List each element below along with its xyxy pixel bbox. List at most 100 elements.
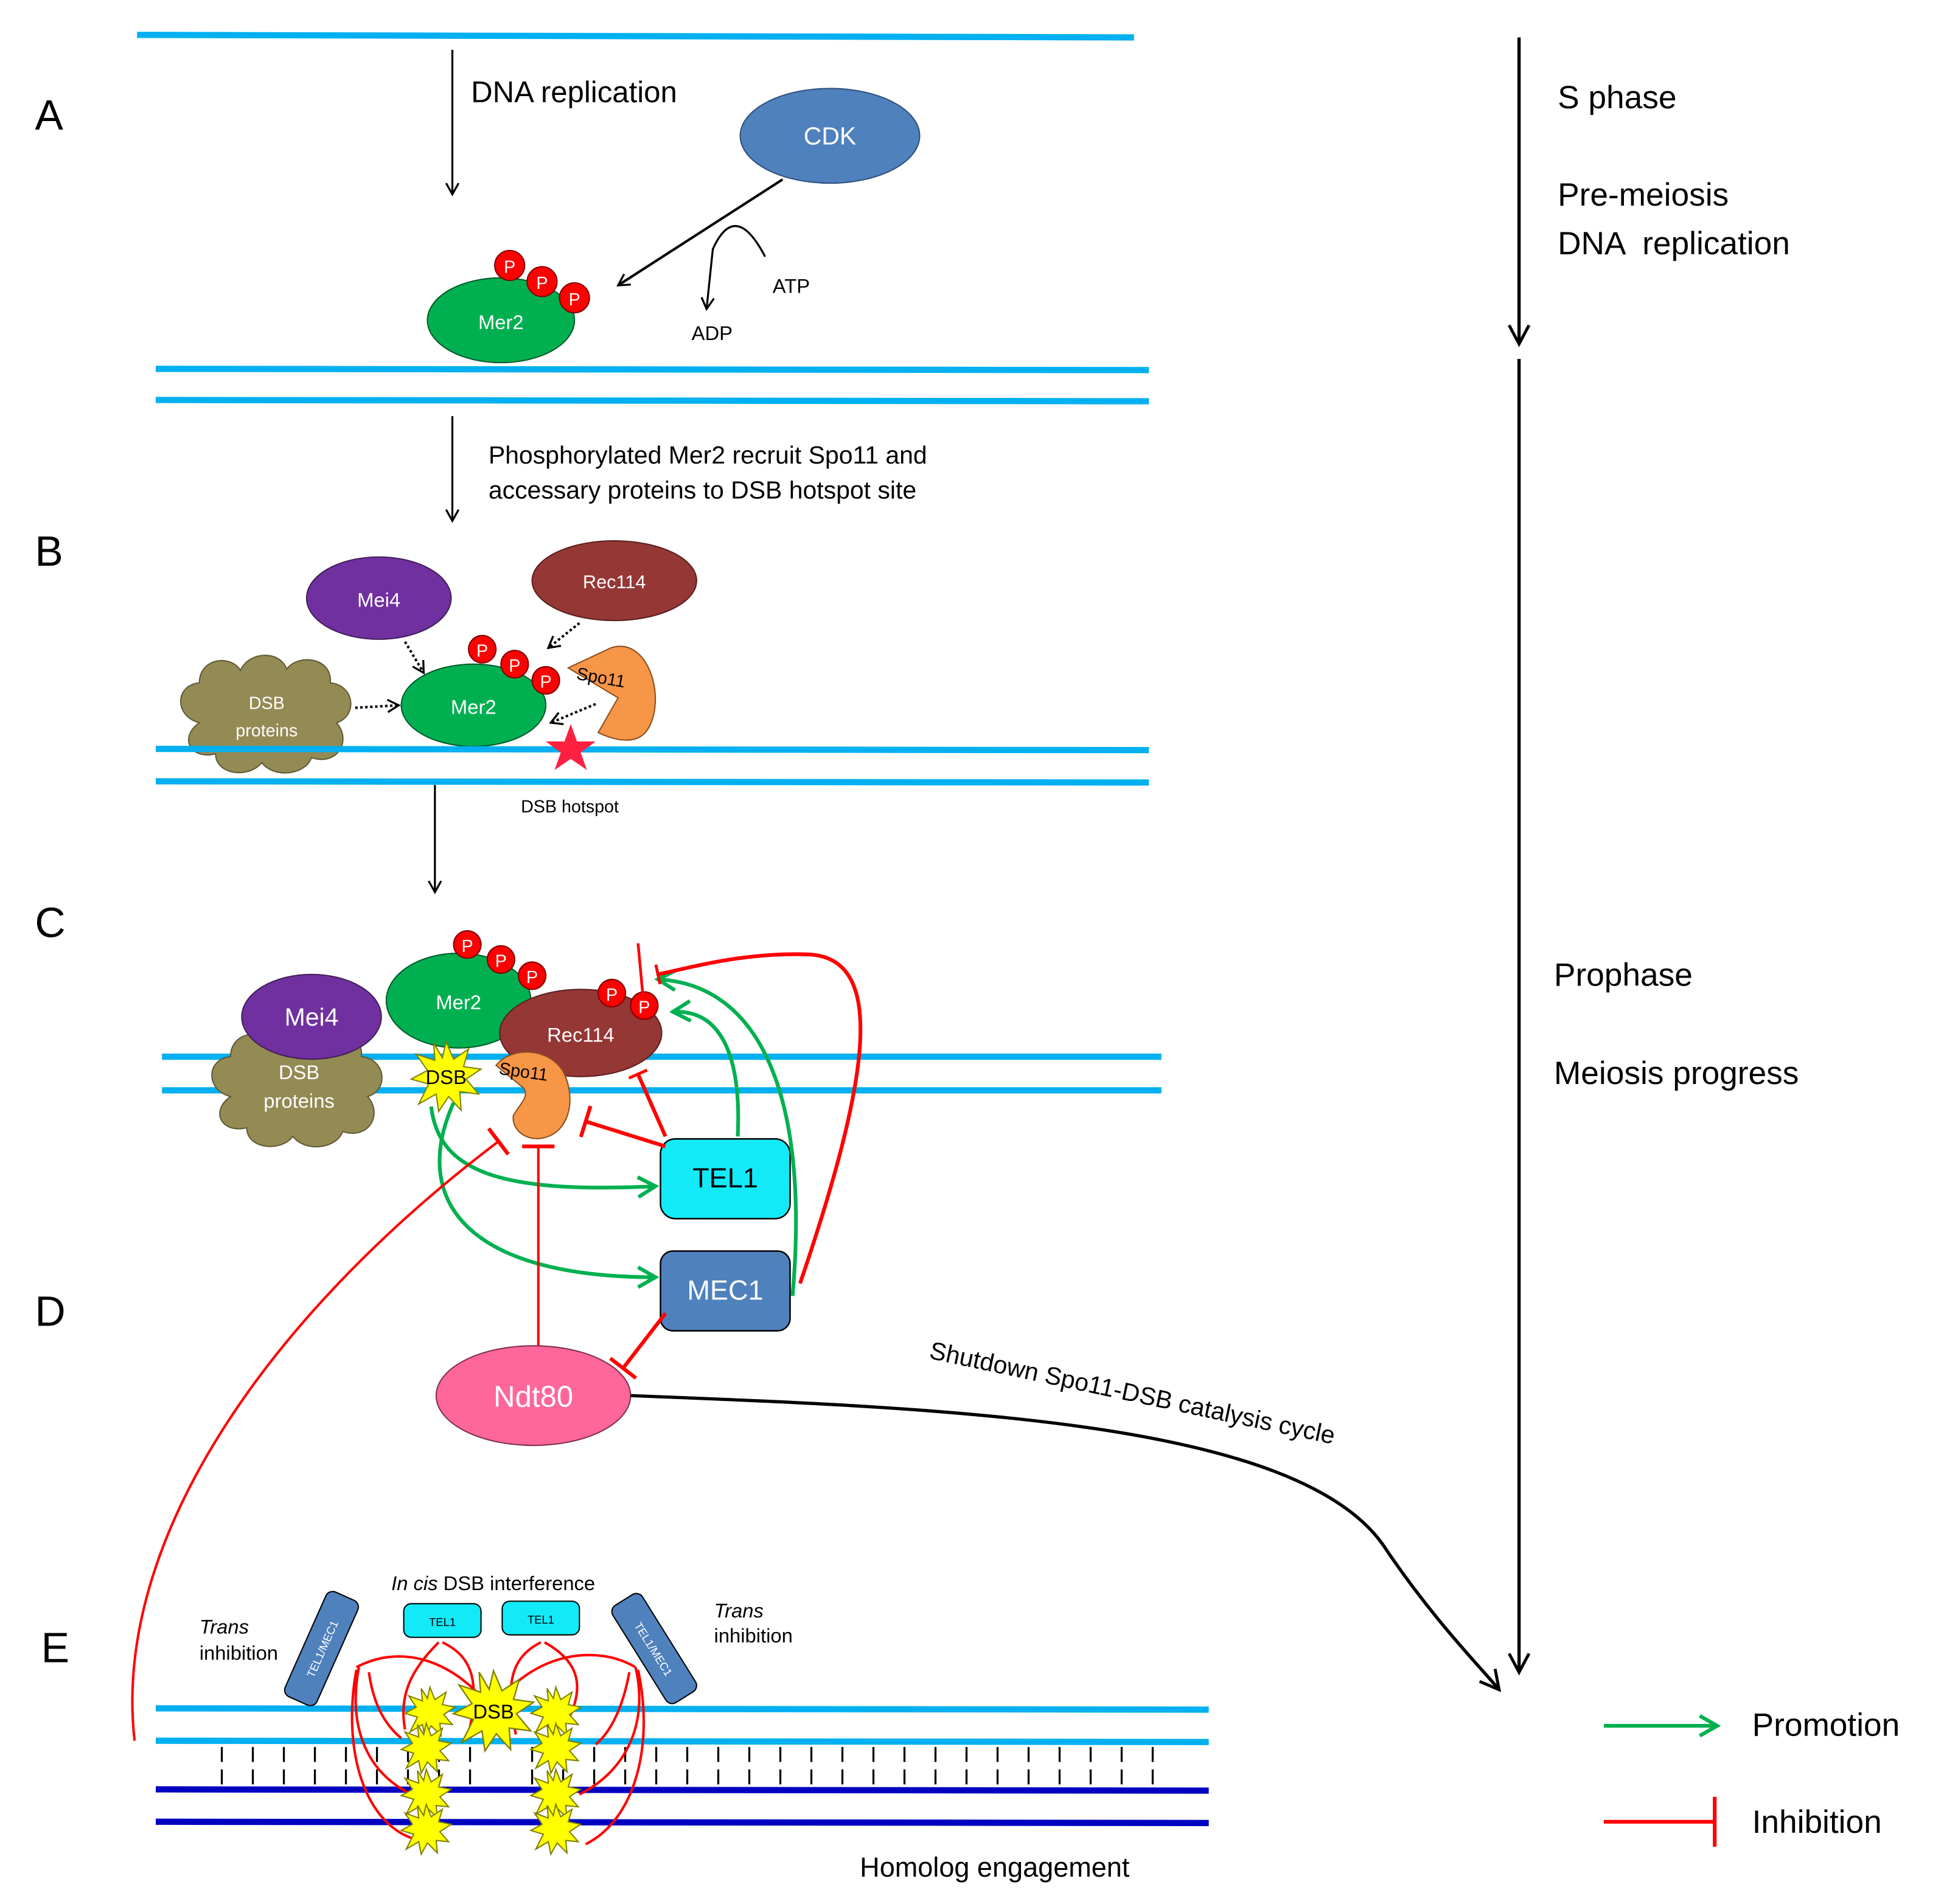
panel-a: DNA replication CDK ATP ADP Mer2 P P P: [137, 32, 1149, 405]
panel-label-e: E: [41, 1624, 69, 1672]
shutdown-label: Shutdown Spo11-DSB catalysis cycle: [927, 1336, 1338, 1450]
rec114-label-b: Rec114: [583, 571, 646, 592]
svg-text:P: P: [540, 673, 551, 692]
svg-text:P: P: [569, 290, 580, 310]
tel1-mec1-node-left: TEL1/MEC1: [284, 1591, 360, 1706]
dsb-proteins-label-b-1: DSB: [249, 694, 285, 714]
panel-label-a: A: [35, 91, 63, 139]
dna-strand-e-1: [156, 1705, 1209, 1713]
atp-adp-arrow: [700, 224, 766, 311]
dsb-label-c: DSB: [426, 1066, 467, 1088]
dsb-promotes-tel1-arrow: [429, 1106, 656, 1187]
mei4-label-c: Mei4: [285, 1003, 339, 1031]
legend-promotion-label: Promotion: [1752, 1707, 1900, 1743]
panel-b: Phosphorylated Mer2 recruit Spo11 and ac…: [156, 416, 1149, 895]
homolog-strand-e-1: [156, 1786, 1209, 1794]
svg-text:P: P: [495, 952, 507, 971]
legend: Promotion Inhibition: [1603, 1707, 1900, 1847]
dsb-proteins-cloud-b: [179, 655, 352, 774]
mec1-promotes-rec114-arrow: [658, 979, 798, 1296]
meiosis-progress-label: Meiosis progress: [1554, 1055, 1799, 1091]
svg-text:P: P: [476, 642, 488, 661]
dna-strand-a-top: [137, 32, 1134, 41]
atp-label: ATP: [773, 274, 810, 297]
timeline: S phase Pre-meiosis DNA replication Prop…: [1508, 37, 1799, 1676]
tel1-mec1-node-right: TEL1/MEC1: [611, 1593, 697, 1704]
hotspot-star-icon: [546, 724, 596, 770]
mec1-inhibits-complex: [654, 952, 863, 1284]
s-phase-label: S phase: [1558, 80, 1676, 116]
phosphate-group-c1: P P P: [453, 930, 547, 990]
dsb-burst-e-2: [400, 1722, 452, 1774]
dsb-proteins-recruit-arrow: [355, 698, 401, 714]
svg-text:P: P: [504, 258, 515, 277]
dsb-burst-e-1: [404, 1686, 456, 1738]
rec114-node-b: [531, 540, 697, 622]
phosphate-group-c2: P P: [597, 979, 659, 1020]
panel-label-c: C: [35, 898, 65, 946]
mei4-label-b: Mei4: [357, 589, 400, 611]
svg-text:P: P: [606, 985, 618, 1005]
dsb-hotspot-label: DSB hotspot: [521, 797, 619, 817]
cdk-label: CDK: [804, 122, 856, 150]
prophase-label: Prophase: [1554, 957, 1693, 993]
tel1-label-e-right: TEL1: [528, 1613, 554, 1626]
mei4-recruit-arrow: [403, 641, 425, 675]
svg-text:P: P: [461, 937, 473, 956]
cdk-node: [739, 88, 921, 184]
shutdown-arrow: [630, 1394, 1502, 1692]
mec1-inhibits-ndt80: [609, 1312, 667, 1380]
svg-text:P: P: [536, 274, 548, 293]
recruit-label-line2: accessary proteins to DSB hotspot site: [489, 476, 916, 504]
spo11-recruit-arrow: [549, 703, 596, 726]
phosphate-group-a: P P P: [494, 249, 590, 314]
mei4-node-b: [305, 556, 452, 640]
dna-strand-b-1: [156, 745, 1149, 754]
dna-strand-e-2: [156, 1737, 1209, 1745]
mer2-label-c: Mer2: [436, 991, 481, 1013]
tel1-node-e-left: [403, 1603, 482, 1638]
mei4-node-c: [241, 973, 382, 1060]
dsb-proteins-label-c-2: proteins: [263, 1089, 335, 1112]
svg-text:P: P: [509, 656, 520, 676]
recruit-label-line1: Phosphorylated Mer2 recruit Spo11 and: [489, 441, 927, 469]
trans-label-right: Trans: [714, 1599, 764, 1622]
tel1-label: TEL1: [692, 1162, 758, 1193]
dna-strand-a-bottom-2: [156, 397, 1149, 405]
dna-replication-timeline-label: DNA replication: [1558, 226, 1790, 262]
panel-label-b: B: [35, 527, 63, 575]
pre-meiosis-label: Pre-meiosis: [1558, 177, 1729, 213]
panel-label-d: D: [35, 1288, 65, 1335]
dsb-proteins-label-b-2: proteins: [235, 721, 298, 741]
dsb-label-e: DSB: [473, 1700, 514, 1723]
tel1-promotes-rec114-arrow: [673, 1012, 740, 1137]
ndt80-label: Ndt80: [493, 1381, 573, 1414]
in-cis-label: In cis DSB interference: [391, 1572, 595, 1594]
dna-replication-label: DNA replication: [471, 76, 677, 109]
trans-inhibition-label-left: inhibition: [200, 1642, 278, 1664]
spo11-node-b: [566, 645, 657, 741]
svg-text:P: P: [638, 998, 650, 1017]
tel1-label-e-left: TEL1: [429, 1616, 456, 1628]
homolog-engagement-inhibits-spo11: [131, 1127, 510, 1741]
legend-inhibition-label: Inhibition: [1752, 1804, 1882, 1840]
mer2-label-b: Mer2: [451, 696, 496, 718]
rec114-label-c: Rec114: [547, 1023, 615, 1046]
inhibition-bar-top: [636, 943, 645, 997]
cdk-phosphorylation-arrow: [616, 178, 784, 287]
trans-inhibition-label-right: inhibition: [714, 1624, 793, 1647]
panel-e: TEL1/MEC1 TEL1/MEC1 TEL1 TEL1 In cis DSB…: [156, 1572, 1209, 1883]
panel-c: DSB proteins Mei4 Mer2 P P P Rec114 P P …: [162, 930, 1162, 1148]
spo11-node-c: [495, 1051, 571, 1139]
dna-strand-a-bottom-1: [156, 366, 1149, 374]
dsb-promotes-mec1-arrow: [437, 1102, 655, 1277]
trans-label-left: Trans: [200, 1615, 249, 1638]
tel1-node: [660, 1138, 791, 1220]
tel1-inhibits-rec114: [628, 1068, 667, 1138]
homolog-strand-e-2: [156, 1818, 1209, 1826]
adp-label: ADP: [692, 322, 733, 344]
dna-strand-b-2: [156, 778, 1149, 786]
mec1-node: [660, 1250, 791, 1332]
phosphate-group-b: P P P: [468, 634, 560, 695]
